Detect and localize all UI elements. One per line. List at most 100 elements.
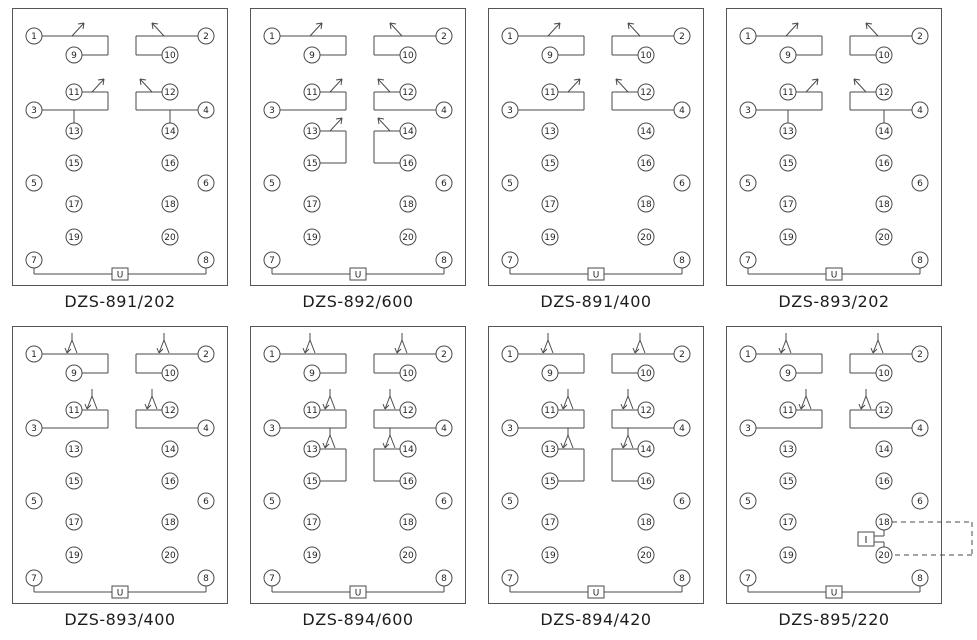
- terminal-circle: [263, 101, 281, 119]
- terminal-circle: [875, 154, 893, 172]
- terminal-circle: [875, 364, 893, 382]
- terminal-number: 13: [544, 445, 555, 455]
- terminal-number: 5: [31, 179, 37, 189]
- terminal-number: 9: [785, 51, 791, 61]
- terminal-10: 10: [875, 364, 893, 382]
- terminal-circle: [637, 83, 655, 101]
- terminal-circle: [161, 228, 179, 246]
- terminal-number: 17: [544, 200, 555, 210]
- terminal-19: 19: [779, 228, 797, 246]
- terminal-8: 8: [673, 569, 691, 587]
- terminal-4: 4: [197, 101, 215, 119]
- terminal-9: 9: [65, 364, 83, 382]
- terminal-9: 9: [541, 46, 559, 64]
- terminal-number: 18: [878, 518, 890, 528]
- terminal-circle: [263, 345, 281, 363]
- terminal-circle: [911, 174, 929, 192]
- terminal-circle: [779, 83, 797, 101]
- terminal-circle: [399, 440, 417, 458]
- terminal-circle: [637, 546, 655, 564]
- terminal-circle: [399, 195, 417, 213]
- terminal-number: 10: [878, 369, 890, 379]
- terminal-6: 6: [197, 492, 215, 510]
- terminal-number: 6: [441, 497, 447, 507]
- terminal-11: 11: [779, 401, 797, 419]
- diagram-lines: U: [12, 8, 228, 286]
- u-box-label: U: [355, 589, 362, 599]
- terminal-circle: [875, 195, 893, 213]
- terminal-6: 6: [673, 492, 691, 510]
- terminal-circle: [161, 513, 179, 531]
- terminal-12: 12: [637, 401, 655, 419]
- terminal-circle: [303, 440, 321, 458]
- terminal-number: 13: [782, 127, 793, 137]
- terminal-circle: [25, 251, 43, 269]
- terminal-number: 20: [640, 551, 652, 561]
- terminal-circle: [541, 154, 559, 172]
- terminal-circle: [161, 546, 179, 564]
- terminal-circle: [263, 569, 281, 587]
- terminal-10: 10: [399, 364, 417, 382]
- terminal-circle: [65, 513, 83, 531]
- terminal-14: 14: [875, 122, 893, 140]
- terminal-circle: [739, 569, 757, 587]
- terminal-15: 15: [303, 154, 321, 172]
- terminal-number: 11: [306, 88, 317, 98]
- panel-border: [488, 326, 704, 604]
- terminal-13: 13: [303, 122, 321, 140]
- terminal-number: 11: [544, 406, 555, 416]
- terminal-circle: [303, 472, 321, 490]
- terminal-2: 2: [435, 345, 453, 363]
- terminal-circle: [399, 513, 417, 531]
- terminal-circle: [197, 27, 215, 45]
- terminal-number: 17: [68, 200, 79, 210]
- terminal-circle: [541, 472, 559, 490]
- terminal-circle: [25, 27, 43, 45]
- terminal-number: 8: [203, 574, 209, 584]
- terminal-16: 16: [399, 472, 417, 490]
- terminal-2: 2: [435, 27, 453, 45]
- terminal-number: 4: [203, 106, 209, 116]
- terminal-11: 11: [65, 83, 83, 101]
- terminal-number: 7: [745, 256, 751, 266]
- diagram-lines: U: [488, 326, 704, 604]
- terminal-13: 13: [779, 440, 797, 458]
- terminal-number: 18: [878, 200, 890, 210]
- terminal-17: 17: [65, 513, 83, 531]
- terminal-circle: [435, 101, 453, 119]
- terminal-circle: [779, 195, 797, 213]
- terminal-18: 18: [161, 195, 179, 213]
- terminal-circle: [673, 492, 691, 510]
- terminal-13: 13: [541, 122, 559, 140]
- terminal-4: 4: [435, 419, 453, 437]
- terminal-number: 19: [306, 233, 318, 243]
- terminal-circle: [399, 546, 417, 564]
- terminal-7: 7: [739, 251, 757, 269]
- terminal-6: 6: [435, 174, 453, 192]
- terminal-number: 11: [782, 406, 793, 416]
- terminal-circle: [197, 492, 215, 510]
- terminal-17: 17: [303, 513, 321, 531]
- terminal-2: 2: [197, 27, 215, 45]
- terminal-5: 5: [501, 492, 519, 510]
- terminal-circle: [303, 195, 321, 213]
- terminal-13: 13: [65, 440, 83, 458]
- terminal-circle: [303, 228, 321, 246]
- terminal-circle: [501, 419, 519, 437]
- terminal-number: 12: [878, 88, 889, 98]
- terminal-number: 4: [679, 106, 685, 116]
- terminal-5: 5: [25, 174, 43, 192]
- terminal-19: 19: [303, 228, 321, 246]
- terminal-circle: [875, 472, 893, 490]
- terminal-circle: [637, 228, 655, 246]
- terminal-number: 5: [745, 179, 751, 189]
- terminal-number: 16: [402, 159, 414, 169]
- terminal-number: 13: [306, 445, 317, 455]
- terminal-number: 12: [640, 88, 651, 98]
- terminal-circle: [303, 154, 321, 172]
- terminal-2: 2: [197, 345, 215, 363]
- terminal-number: 13: [782, 445, 793, 455]
- terminal-number: 4: [679, 424, 685, 434]
